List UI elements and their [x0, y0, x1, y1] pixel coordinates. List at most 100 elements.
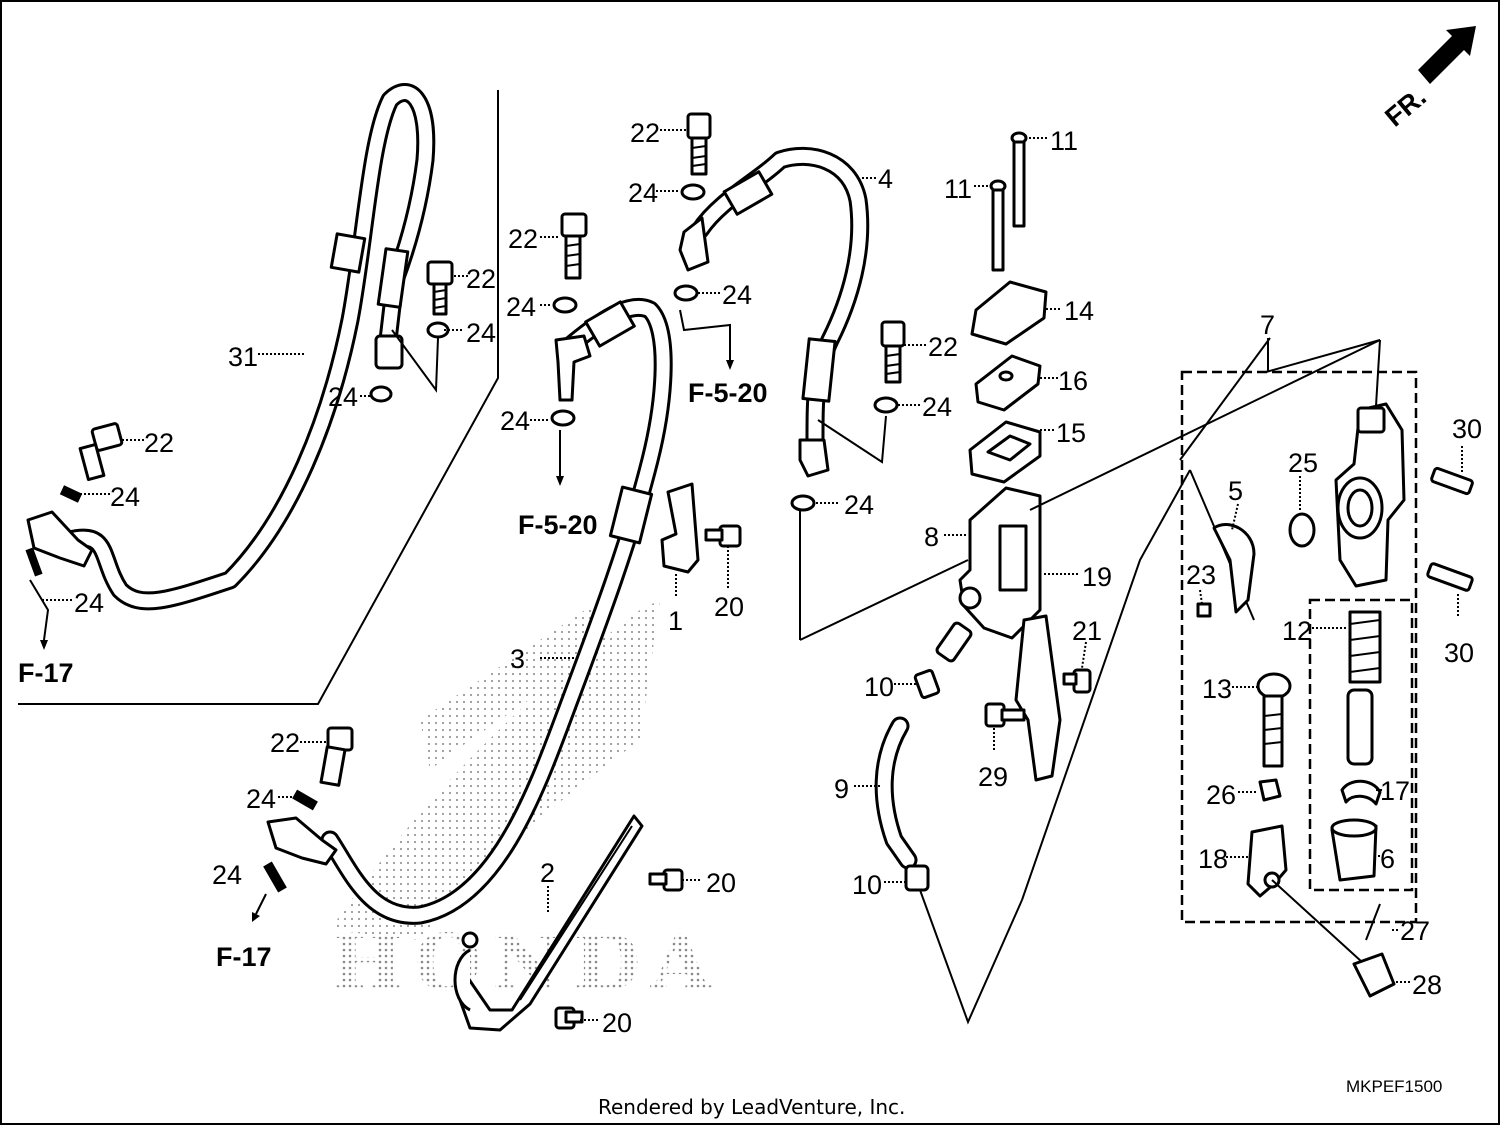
callout-20: 20	[714, 592, 744, 622]
bolt-29	[984, 702, 1026, 728]
leader-line	[919, 889, 1023, 1025]
callout-22: 22	[270, 728, 300, 758]
callout-22: 22	[508, 224, 538, 254]
sealing-washer-24-j	[673, 284, 699, 302]
bracket-19	[1014, 614, 1062, 782]
callout-leaders	[42, 129, 1463, 1021]
cotter-pin-27	[1365, 903, 1381, 941]
callout-7: 7	[1260, 310, 1275, 340]
nut-26	[1258, 778, 1282, 802]
callout-13: 13	[1202, 674, 1232, 704]
circlip-17	[1340, 779, 1382, 806]
callout-10: 10	[864, 672, 894, 702]
callout-22: 22	[466, 264, 496, 294]
arrow-head	[252, 912, 260, 922]
diaphragm-plate-16	[974, 354, 1042, 412]
callout-24: 24	[328, 382, 358, 412]
sealing-washer-24-l	[790, 494, 816, 512]
banjo-bolt-22-b	[78, 422, 124, 482]
callout-24: 24	[246, 784, 276, 814]
render-credit: Rendered by LeadVenture, Inc.	[598, 1095, 905, 1119]
leader-line	[1271, 879, 1363, 963]
callout-14: 14	[1064, 296, 1094, 326]
bolt-20-c	[554, 1006, 584, 1030]
callout-24: 24	[844, 490, 874, 520]
callout-25: 25	[1288, 448, 1318, 478]
arrow-head	[726, 360, 734, 370]
callout-24: 24	[628, 178, 658, 208]
callout-21: 21	[1072, 616, 1102, 646]
callout-24: 24	[722, 280, 752, 310]
piston-kit-group-12	[1308, 598, 1414, 892]
hose-31-group-frame	[18, 90, 499, 705]
hose-clip-10-b	[904, 864, 930, 892]
sealing-washer-24-d	[25, 547, 43, 577]
plate-hole	[998, 370, 1014, 382]
sealing-washer-24-g	[292, 789, 318, 811]
callout-24: 24	[922, 392, 952, 422]
screw-11-a	[1010, 131, 1028, 228]
diagram-code: MKPEF1500	[1346, 1077, 1442, 1096]
banjo-bolt-22-a	[426, 260, 454, 316]
bolt-30-a	[1430, 466, 1474, 496]
callout-15: 15	[1056, 418, 1086, 448]
callout-28: 28	[1412, 970, 1442, 1000]
banjo-bolt-22-c	[560, 212, 588, 280]
ref-f520-a: F-5-20	[518, 510, 598, 540]
callout-20: 20	[706, 868, 736, 898]
lever-5	[1212, 522, 1256, 614]
callout-9: 9	[834, 774, 849, 804]
callout-24: 24	[466, 318, 496, 348]
callout-11: 11	[944, 174, 972, 204]
brake-hose-31	[26, 83, 436, 611]
master-cylinder-body-7	[1334, 402, 1406, 588]
arrow-head	[40, 640, 48, 650]
cotter-pin-23	[1196, 602, 1212, 618]
push-rod-13	[1256, 672, 1292, 768]
callout-29: 29	[978, 762, 1008, 792]
hose-guide-2	[453, 814, 644, 1032]
leader-line	[799, 559, 969, 641]
bolt-20-a	[704, 524, 742, 548]
sealing-washer-24-c	[59, 485, 83, 503]
callout-30: 30	[1452, 414, 1482, 444]
callout-24: 24	[500, 406, 530, 436]
callout-6: 6	[1380, 844, 1395, 874]
banjo-bolt-22-d	[319, 726, 354, 787]
joint-pin-28	[1352, 952, 1396, 998]
callout-3: 3	[510, 644, 525, 674]
callout-31: 31	[228, 342, 258, 372]
bolt-30-b	[1426, 562, 1474, 592]
callout-19: 19	[1082, 562, 1112, 592]
callout-numbers: 31 22 24 24 22 24 24 F-17 22 24 24 F-5-2…	[18, 118, 1482, 1038]
callout-18: 18	[1198, 844, 1228, 874]
callout-2: 2	[540, 858, 555, 888]
joint-18	[1246, 824, 1288, 898]
callout-17: 17	[1380, 776, 1410, 806]
direction-label: FR.	[1379, 82, 1432, 133]
front-direction-arrow: FR.	[1379, 26, 1476, 133]
callout-5: 5	[1228, 476, 1243, 506]
callout-27: 27	[1400, 916, 1430, 946]
sealing-washer-24-f	[550, 409, 576, 427]
brake-hose-4	[678, 146, 870, 478]
banjo-bolt-22-f	[880, 320, 906, 384]
o-ring-25	[1288, 512, 1316, 548]
ref-f17-a: F-17	[18, 658, 74, 688]
ref-f520-b: F-5-20	[688, 378, 768, 408]
master-cylinder-group-7	[1180, 370, 1418, 924]
callout-20: 20	[602, 1008, 632, 1038]
sealing-washer-24-h	[263, 861, 287, 893]
callout-22: 22	[630, 118, 660, 148]
callout-8: 8	[924, 522, 939, 552]
callout-23: 23	[1186, 560, 1216, 590]
callout-11: 11	[1050, 126, 1078, 156]
leader-line	[679, 309, 731, 360]
callout-24: 24	[506, 292, 536, 322]
callout-4: 4	[878, 164, 893, 194]
callout-10: 10	[852, 870, 882, 900]
callout-1: 1	[668, 606, 683, 636]
brake-hose-3	[266, 297, 673, 925]
